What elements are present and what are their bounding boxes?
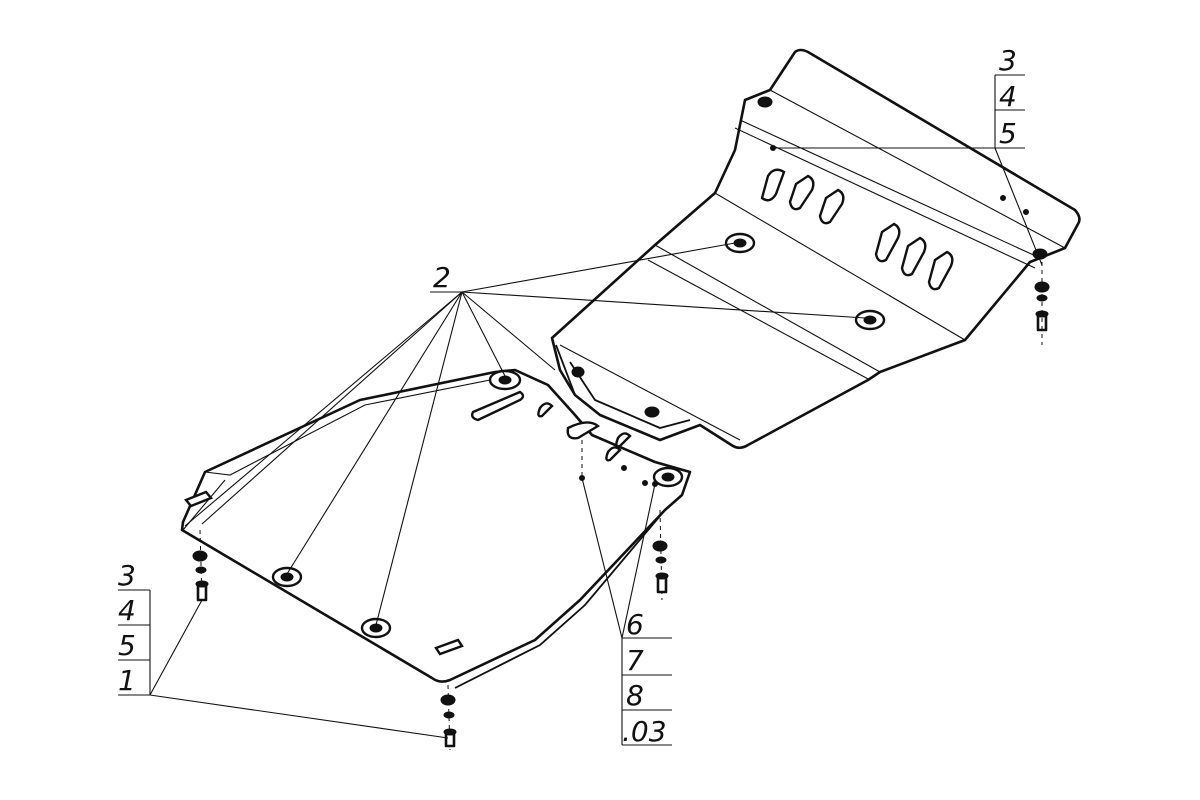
upper-skid-plate <box>550 48 1081 450</box>
callout-label: 3 <box>118 559 136 592</box>
callout-bottom-left: 3 4 5 1 <box>118 559 151 697</box>
callout-label: 6 <box>626 608 644 641</box>
callout-label: 5 <box>999 117 1017 150</box>
callout-label: 8 <box>626 679 644 712</box>
callout-label: 3 <box>999 44 1017 77</box>
callout-label: 7 <box>626 644 644 677</box>
callout-label: 4 <box>118 594 136 627</box>
fastener-stack-right <box>1034 262 1050 345</box>
fastener-stack-middle <box>652 509 669 601</box>
callout-label: 4 <box>999 80 1017 113</box>
callout-label: 5 <box>118 629 136 662</box>
fastener-stack-left <box>192 529 209 602</box>
callout-label: .03 <box>622 715 667 748</box>
callout-label: 2 <box>433 261 451 294</box>
callout-top-right: 3 4 5 <box>994 44 1025 150</box>
fastener-stack-bottom <box>440 684 457 751</box>
mounting-bosses-upper <box>571 96 1048 418</box>
lower-skid-plate <box>180 368 692 689</box>
leader-lines <box>149 147 1043 739</box>
callout-label: 1 <box>118 664 136 697</box>
callout-bottom-center: 6 7 8 .03 <box>621 608 672 748</box>
mounting-bosses-lower <box>271 369 684 639</box>
callout-center: 2 <box>433 261 451 294</box>
vent-slots <box>760 168 954 291</box>
